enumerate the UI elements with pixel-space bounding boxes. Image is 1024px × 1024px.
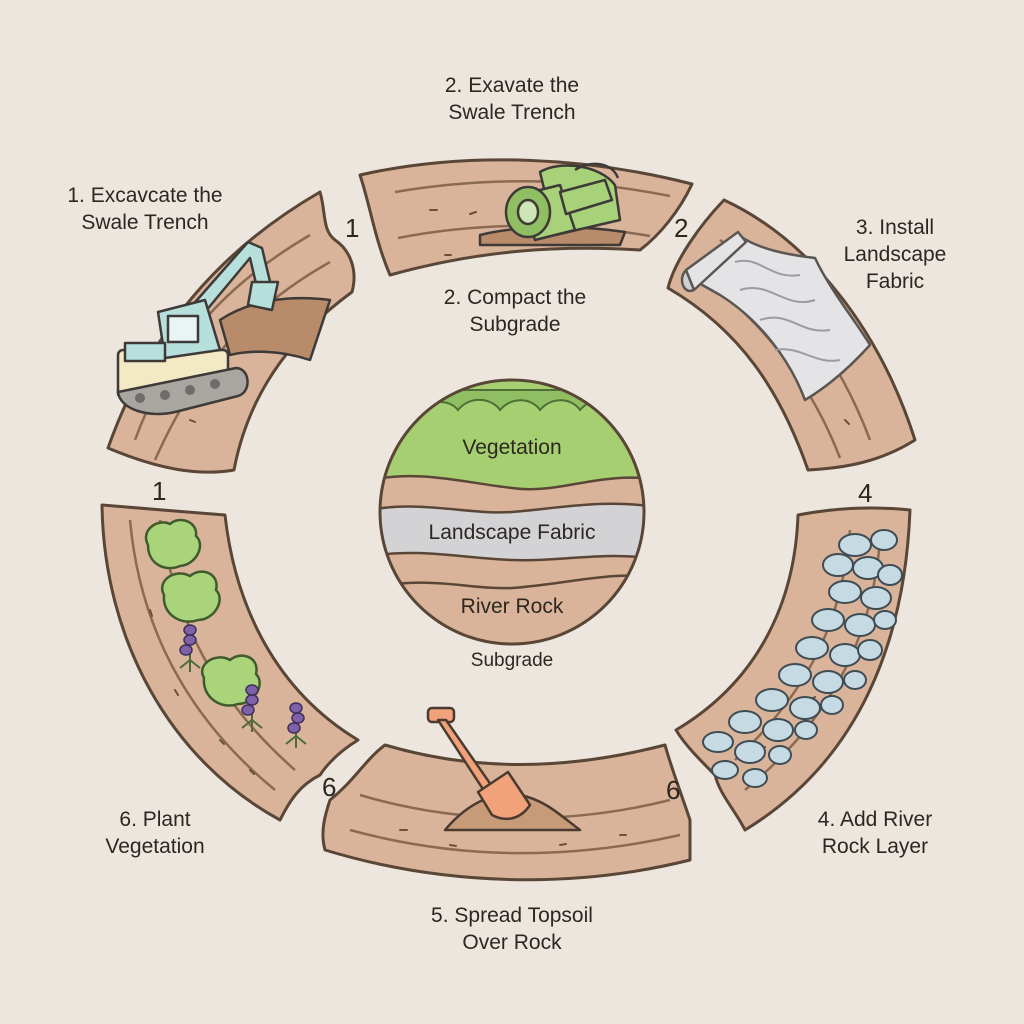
fabric-roll-icon (680, 230, 872, 402)
step-label-exavate-top: 2. Exavate the Swale Trench (444, 74, 580, 124)
step-label-excavate: 1. Excavcate the Swale Trench (67, 184, 223, 234)
lavender-icon (179, 624, 307, 748)
segment-number: 1 (152, 476, 167, 506)
step-label-plant: 6. Plant Vegetation (105, 808, 205, 858)
step-label-topsoil: 5. Spread Topsoil Over Rock (431, 904, 593, 954)
segment-number: 6 (666, 775, 681, 805)
river-rocks-icon (702, 529, 903, 788)
segment-number: 2 (674, 213, 689, 243)
step-label-fabric: 3. Install Landscape Fabric (843, 216, 947, 293)
segment-number: 6 (322, 772, 337, 802)
step-label-compact: 2. Compact the Subgrade (443, 286, 587, 336)
step-label-river-rock: 4. Add River Rock Layer (817, 808, 933, 858)
segment-number: 4 (858, 478, 873, 508)
segment-number: 1 (345, 213, 360, 243)
core-cross-section (378, 378, 646, 646)
shovel-icon (426, 706, 582, 832)
core-label-river-rock: River Rock (460, 595, 564, 618)
excavator-icon (116, 240, 332, 416)
shrub-icon (144, 518, 261, 707)
core-label-vegetation: Vegetation (462, 436, 562, 459)
core-label-landscape-fabric: Landscape Fabric (428, 521, 596, 544)
roller-compactor-icon (478, 162, 627, 247)
core-label-subgrade: Subgrade (470, 650, 554, 671)
